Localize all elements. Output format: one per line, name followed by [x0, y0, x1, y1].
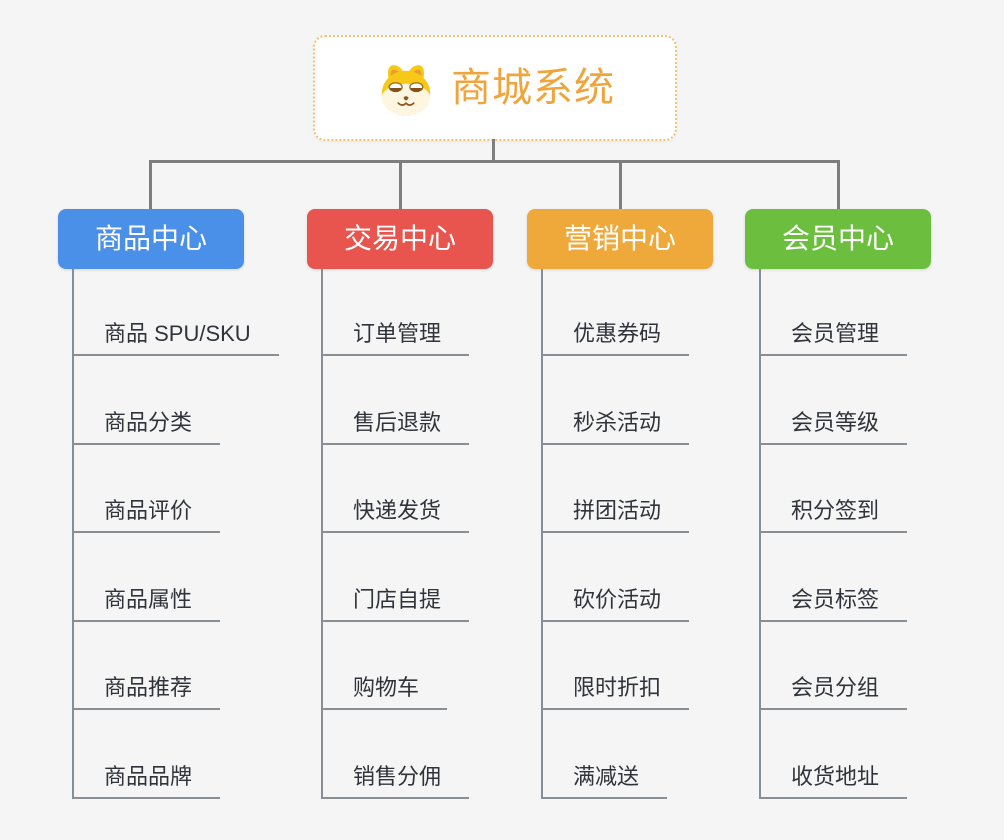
- branch-label: 会员中心: [781, 223, 894, 254]
- leaf-node[interactable]: 售后退款: [321, 411, 470, 445]
- branch-children-marketing-center: 优惠券码 秒杀活动 拼团活动 砍价活动 限时折扣 满减送: [541, 269, 781, 809]
- leaf-node[interactable]: 会员标签: [759, 588, 908, 622]
- leaf-node[interactable]: 秒杀活动: [541, 411, 690, 445]
- connector-drop-4: [837, 161, 840, 209]
- branch-children-member-center: 会员管理 会员等级 积分签到 会员标签 会员分组 收货地址: [759, 269, 999, 809]
- connector-root-stub: [492, 139, 495, 162]
- leaf-node[interactable]: 销售分佣: [321, 765, 470, 799]
- root-title: 商城系统: [451, 66, 615, 110]
- dog-face-icon: [381, 65, 431, 116]
- branch-children-trade-center: 订单管理 售后退款 快递发货 门店自提 购物车 销售分佣: [321, 269, 561, 809]
- branch-node-marketing-center[interactable]: 营销中心: [527, 209, 713, 269]
- leaf-node[interactable]: 商品分类: [72, 411, 221, 445]
- leaf-node[interactable]: 砍价活动: [541, 588, 690, 622]
- leaf-node[interactable]: 优惠券码: [541, 322, 690, 356]
- leaf-node[interactable]: 商品品牌: [72, 765, 221, 799]
- leaf-node[interactable]: 限时折扣: [541, 676, 690, 710]
- leaf-node[interactable]: 收货地址: [759, 765, 908, 799]
- connector-drop-2: [399, 161, 402, 209]
- branch-label: 商品中心: [94, 223, 207, 254]
- branch-children-product-center: 商品 SPU/SKU 商品分类 商品评价 商品属性 商品推荐 商品品牌: [72, 269, 312, 809]
- leaf-node[interactable]: 订单管理: [321, 322, 470, 356]
- connector-drop-3: [619, 161, 622, 209]
- leaf-node[interactable]: 积分签到: [759, 499, 908, 533]
- leaf-node[interactable]: 商品属性: [72, 588, 221, 622]
- leaf-node[interactable]: 商品评价: [72, 499, 221, 533]
- leaf-node[interactable]: 满减送: [541, 765, 668, 799]
- branch-node-product-center[interactable]: 商品中心: [58, 209, 244, 269]
- connector-drop-1: [149, 161, 152, 209]
- branch-node-member-center[interactable]: 会员中心: [745, 209, 931, 269]
- leaf-node[interactable]: 会员管理: [759, 322, 908, 356]
- leaf-node[interactable]: 会员分组: [759, 676, 908, 710]
- leaf-node[interactable]: 会员等级: [759, 411, 908, 445]
- branch-node-trade-center[interactable]: 交易中心: [307, 209, 493, 269]
- root-node[interactable]: 商城系统: [313, 35, 677, 141]
- connector-bus: [149, 160, 840, 163]
- leaf-node[interactable]: 购物车: [321, 676, 448, 710]
- leaf-node[interactable]: 拼团活动: [541, 499, 690, 533]
- branch-label: 交易中心: [343, 223, 456, 254]
- leaf-node[interactable]: 门店自提: [321, 588, 470, 622]
- leaf-node[interactable]: 商品 SPU/SKU: [72, 322, 279, 356]
- leaf-node[interactable]: 商品推荐: [72, 676, 221, 710]
- leaf-node[interactable]: 快递发货: [321, 499, 470, 533]
- branch-label: 营销中心: [563, 223, 676, 254]
